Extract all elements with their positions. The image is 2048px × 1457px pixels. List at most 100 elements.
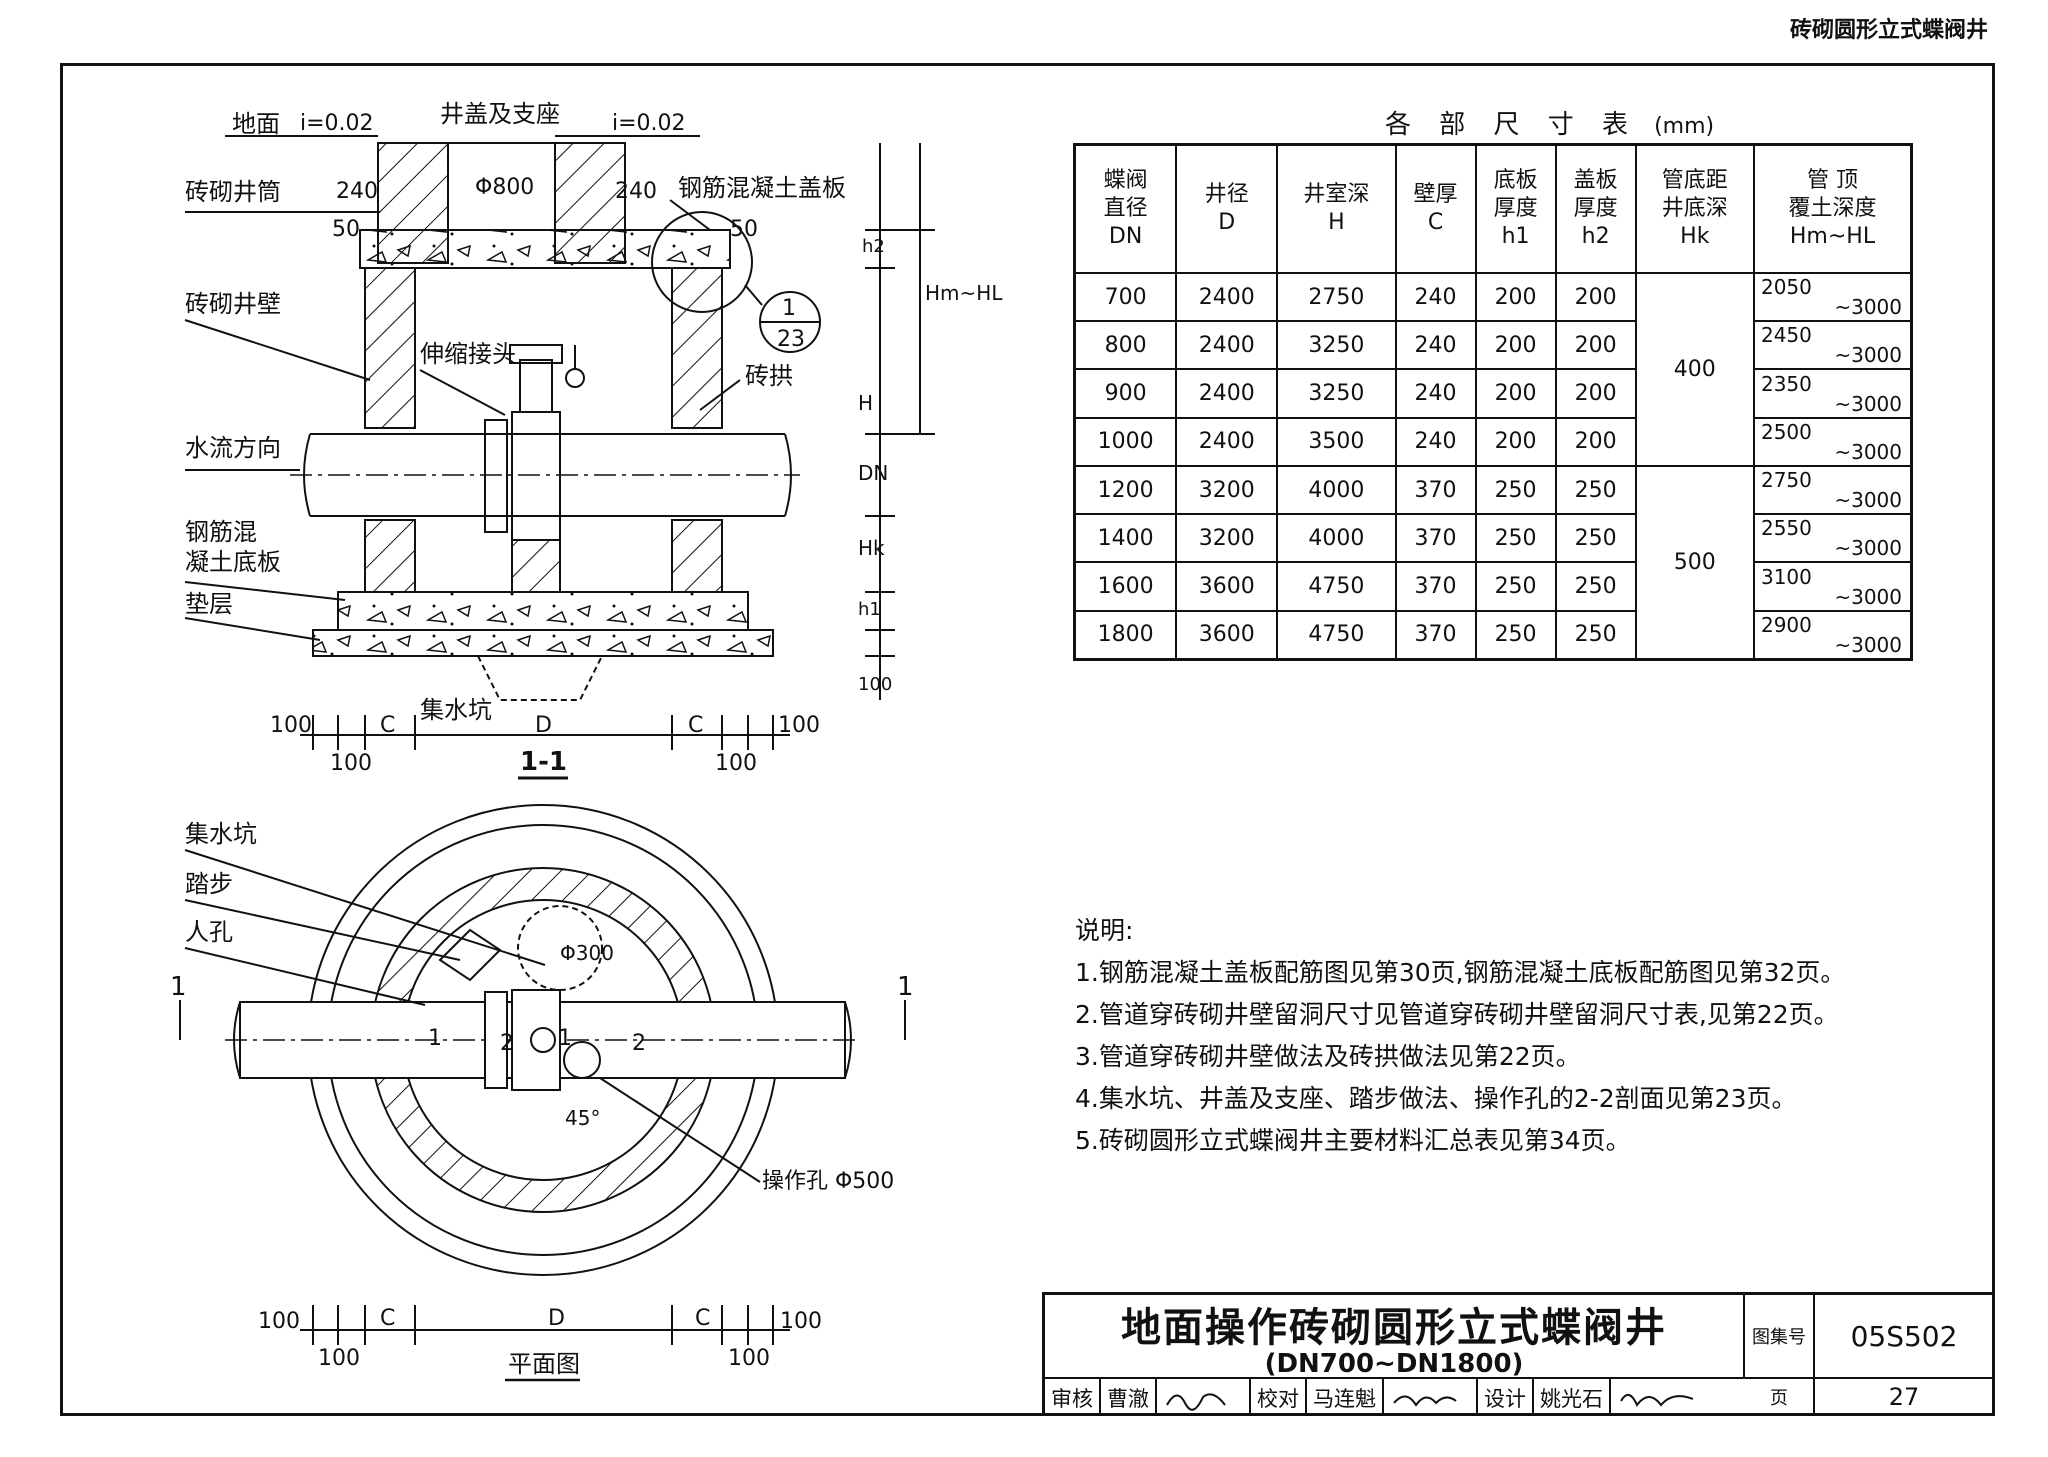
dim-240-right: 240 — [615, 179, 657, 204]
page-label: 页 — [1745, 1379, 1815, 1416]
label-sump: 集水坑 — [420, 696, 492, 724]
atlas-number: 05S502 — [1815, 1295, 1995, 1379]
check-signature-mark — [1393, 1395, 1457, 1407]
label-brick-arch: 砖拱 — [745, 362, 793, 390]
design-name: 姚光石 — [1534, 1379, 1611, 1416]
drawing-subtitle: (DN700~DN1800) — [1264, 1349, 1524, 1379]
label-rc-base-1: 钢筋混 — [185, 518, 257, 546]
note-item: 3.管道穿砖砌井壁做法及砖拱做法见第22页。 — [1075, 1042, 1581, 1071]
note-item: 5.砖砌圆形立式蝶阀井主要材料汇总表见第34页。 — [1075, 1126, 1631, 1155]
note-item: 2.管道穿砖砌井壁留洞尺寸见管道穿砖砌井壁留洞尺寸表,见第22页。 — [1075, 1000, 1839, 1029]
design-label: 设计 — [1478, 1379, 1534, 1416]
plan-dim-100-c: 100 — [318, 1346, 360, 1371]
label-cushion: 垫层 — [185, 590, 233, 618]
plan-label-sump: 集水坑 — [185, 820, 257, 848]
dim-100-a: 100 — [270, 713, 312, 738]
cut-label-right: 1 — [897, 972, 914, 1002]
plan-label-op-hole: 操作孔 Φ500 — [762, 1169, 894, 1194]
drawing-corner-title: 砖砌圆形立式蝶阀井 — [1789, 18, 1988, 43]
review-label: 审核 — [1045, 1379, 1101, 1416]
section-labels: 地面 i=0.02 i=0.02 井盖及支座 砖砌井筒 钢筋混凝土盖板 砖砌井壁… — [185, 100, 1003, 777]
plan-caption: 平面图 — [508, 1350, 580, 1378]
slope-right: i=0.02 — [612, 111, 686, 136]
design-signature — [1611, 1379, 1713, 1416]
plan-view — [179, 804, 906, 1382]
detail-number: 1 — [782, 296, 796, 321]
plan-label-manhole: 人孔 — [185, 918, 233, 946]
dim-C-b: C — [688, 713, 703, 738]
dim-50-right: 50 — [730, 217, 758, 242]
dim-Hk: Hk — [858, 536, 885, 560]
plan-dim-100-a: 100 — [258, 1309, 300, 1334]
dim-hm-hl: Hm~HL — [925, 281, 1003, 305]
hk-group-2: 500 — [1634, 464, 1755, 661]
dim-C-a: C — [380, 713, 395, 738]
detail-page: 23 — [777, 327, 805, 352]
table-unit: (mm) — [1654, 114, 1715, 139]
page-number: 27 — [1815, 1379, 1995, 1416]
label-flow-direction: 水流方向 — [185, 434, 281, 462]
dim-100-v: 100 — [858, 674, 892, 695]
check-signature — [1384, 1379, 1478, 1416]
plan-dim-C-b: C — [695, 1306, 710, 1331]
plan-dim-C-a: C — [380, 1306, 395, 1331]
cut-label-left: 1 — [170, 972, 187, 1002]
cut-label-1b: 1 — [558, 1026, 572, 1051]
notes: 说明: 1.钢筋混凝土盖板配筋图见第30页,钢筋混凝土底板配筋图见第32页。 2… — [1075, 910, 1845, 1162]
signature-row: 审核 曹澈 校对 马连魁 设计 姚光石 — [1045, 1379, 1745, 1416]
label-rc-cover: 钢筋混凝土盖板 — [678, 174, 846, 202]
plan-dim-100-d: 100 — [728, 1346, 770, 1371]
label-rc-base-2: 凝土底板 — [185, 548, 281, 576]
dim-H: H — [858, 391, 873, 415]
plan-label-step: 踏步 — [185, 870, 233, 898]
review-signature-mark — [1166, 1392, 1226, 1411]
drawing-title: 地面操作砖砌圆形立式蝶阀井 — [1121, 1305, 1667, 1351]
check-name: 马连魁 — [1307, 1379, 1384, 1416]
plan-dim-D: D — [548, 1306, 565, 1331]
note-item: 1.钢筋混凝土盖板配筋图见第30页,钢筋混凝土底板配筋图见第32页。 — [1075, 958, 1846, 987]
notes-heading: 说明: — [1075, 916, 1134, 945]
label-brick-shaft: 砖砌井筒 — [185, 178, 281, 206]
dim-240-left: 240 — [336, 179, 378, 204]
cut-label-2a: 2 — [500, 1031, 514, 1056]
section-view — [184, 135, 935, 780]
cut-label-1: 1 — [428, 1026, 442, 1051]
dim-DN: DN — [858, 461, 888, 485]
plan-dim-100-b: 100 — [780, 1309, 822, 1334]
dim-100-b: 100 — [778, 713, 820, 738]
plan-label-phi300: Φ300 — [560, 941, 614, 965]
table-caption: 各 部 尺 寸 表 (mm) — [1385, 104, 1714, 141]
check-label: 校对 — [1251, 1379, 1307, 1416]
table-caption-text: 各 部 尺 寸 表 — [1385, 110, 1639, 140]
review-name: 曹澈 — [1101, 1379, 1157, 1416]
dim-100-d: 100 — [715, 751, 757, 776]
slope-left: i=0.02 — [300, 111, 374, 136]
section-label: 1-1 — [520, 747, 567, 777]
label-cover-support: 井盖及支座 — [440, 100, 560, 128]
drawing-frame — [60, 63, 1995, 1416]
label-ground: 地面 — [232, 110, 280, 138]
label-expansion-joint: 伸缩接头 — [420, 340, 516, 368]
dim-h2: h2 — [862, 236, 885, 257]
dim-h1: h1 — [858, 599, 881, 620]
design-signature-mark — [1620, 1393, 1694, 1407]
title-block: 地面操作砖砌圆形立式蝶阀井 (DN700~DN1800) 图集号 05S502 … — [1042, 1292, 1995, 1416]
title-main: 地面操作砖砌圆形立式蝶阀井 (DN700~DN1800) — [1045, 1295, 1745, 1379]
